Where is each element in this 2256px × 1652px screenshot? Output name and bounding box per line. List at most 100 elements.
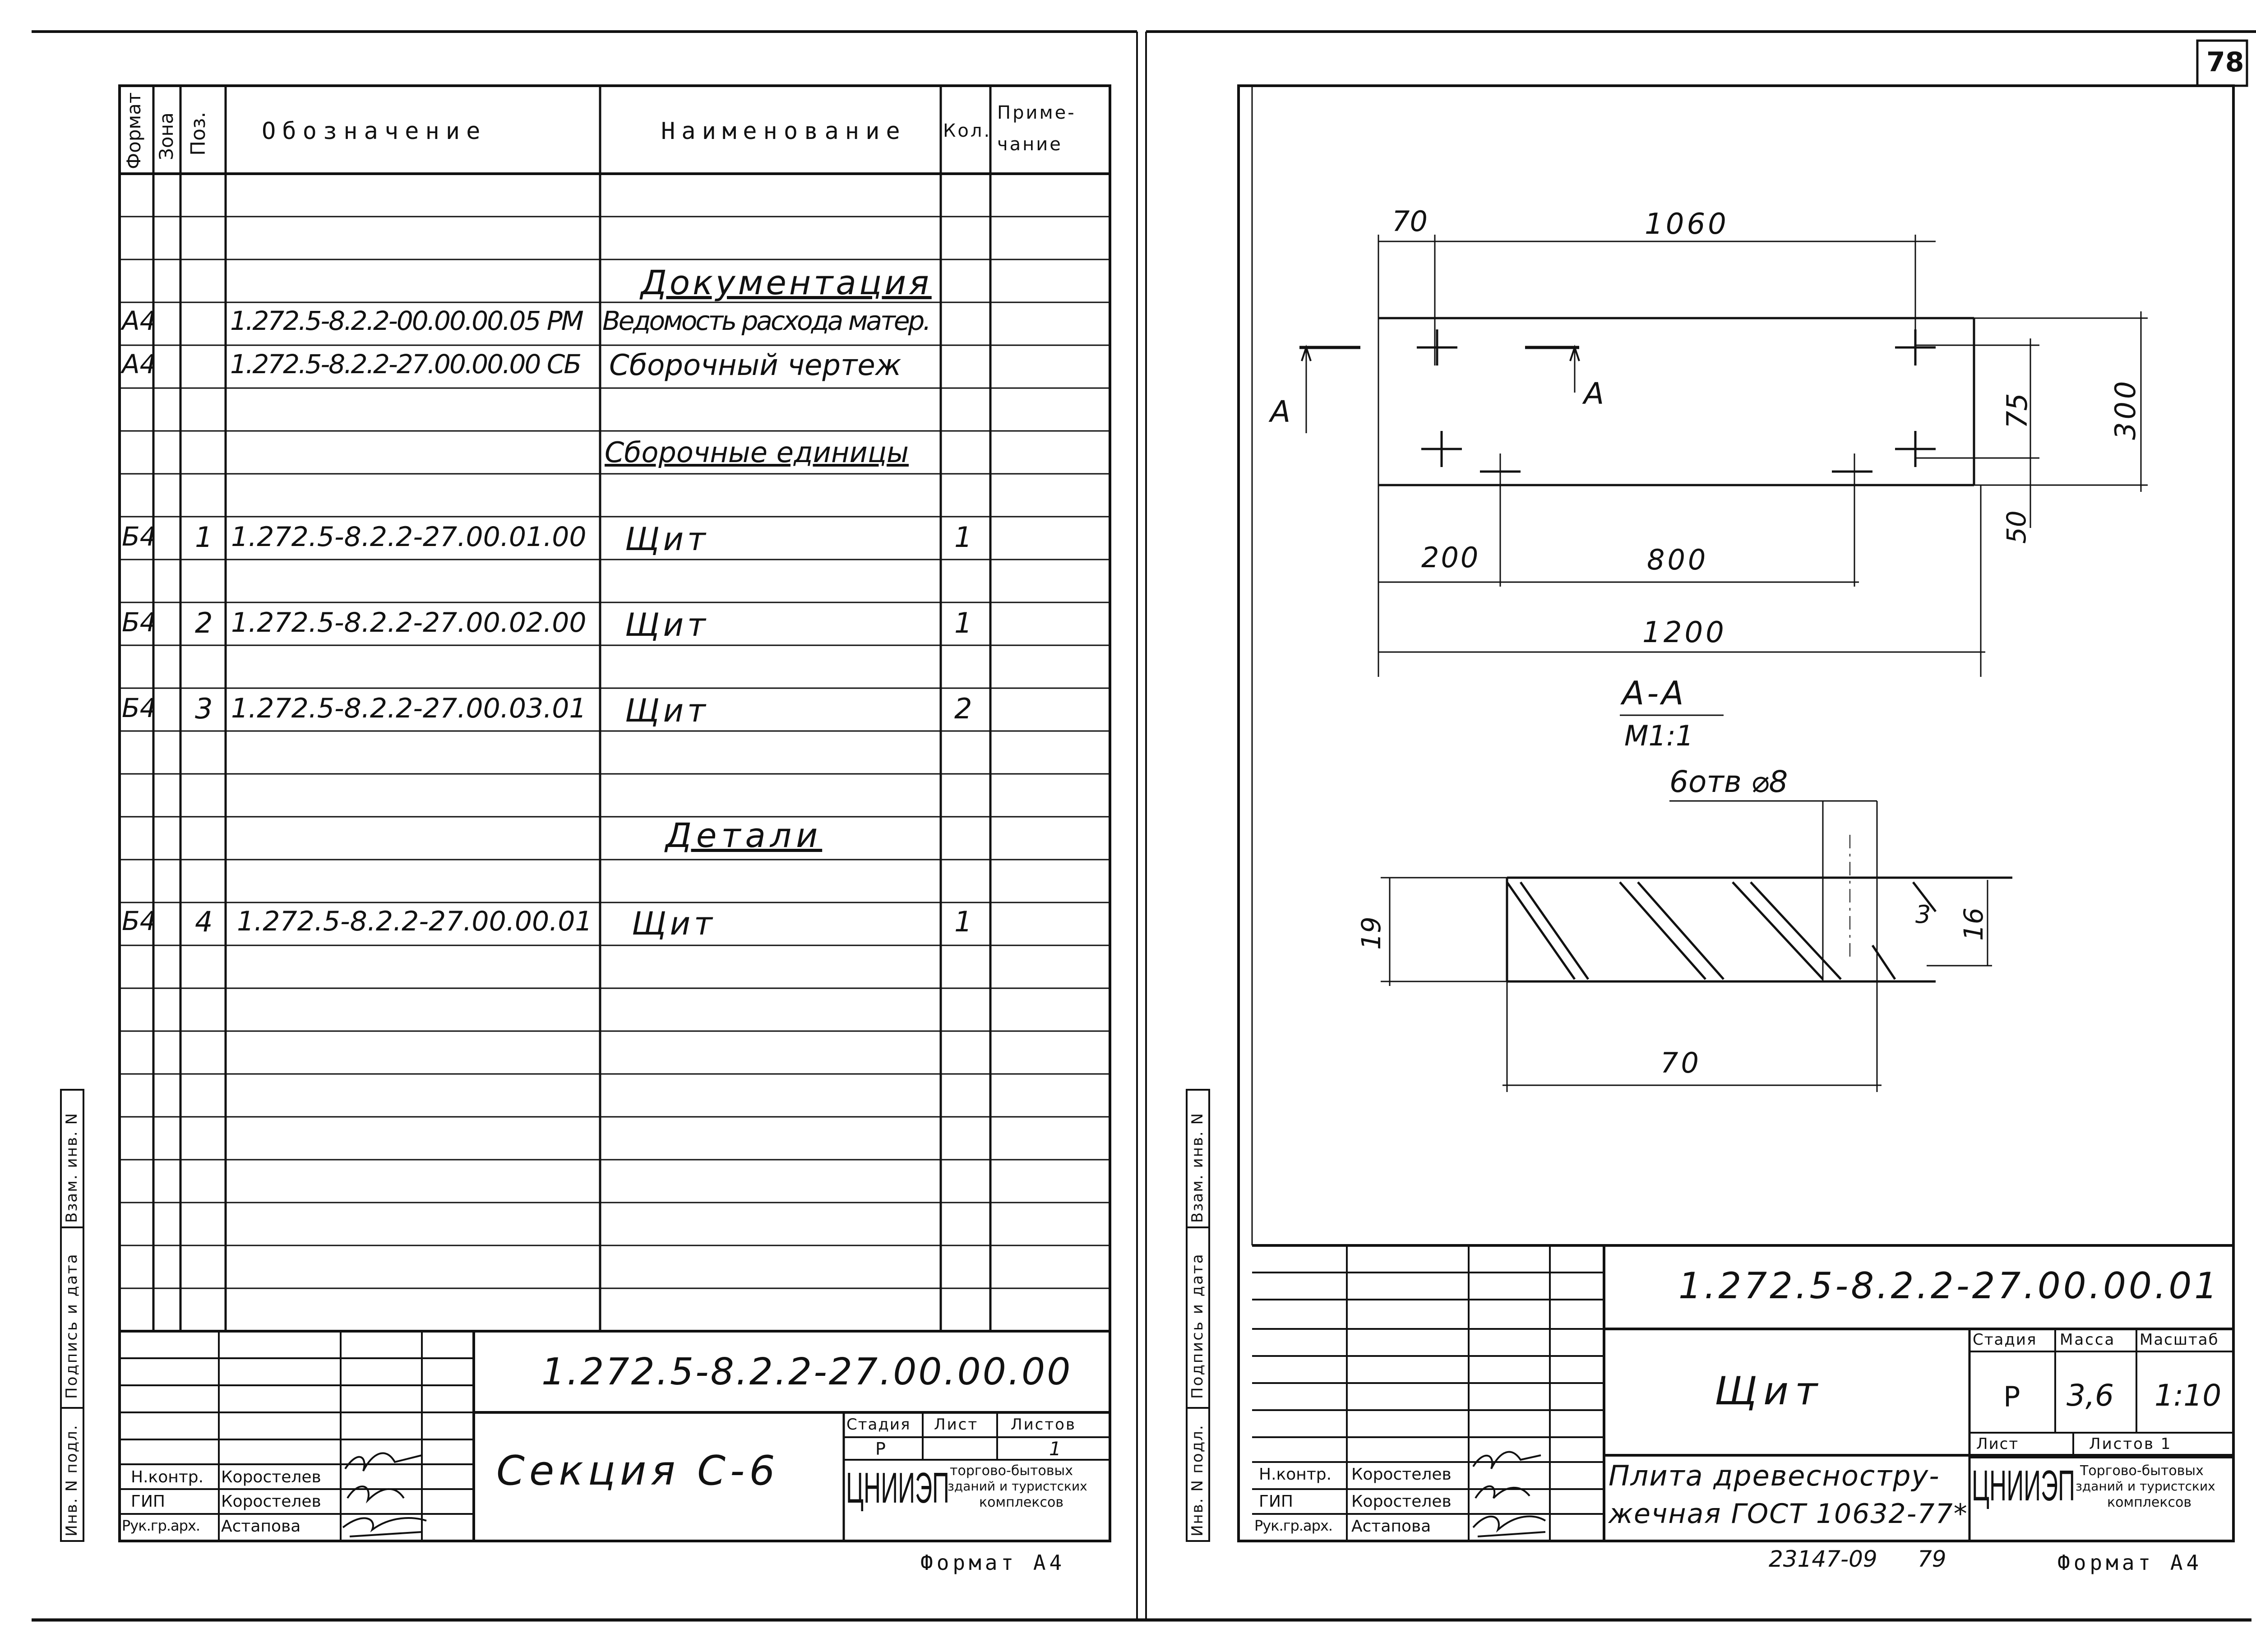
dim-3: 3	[1915, 900, 1931, 929]
row-2-designation: 1.272.5-8.2.2-27.00.00.00 СБ	[230, 349, 582, 379]
left-role-3: Рук.гр.арх.	[122, 1517, 200, 1534]
row-2-name: Сборочный чертеж	[609, 349, 901, 382]
dim-16: 16	[1958, 907, 1989, 941]
right-title-code: 1.272.5-8.2.2-27.00.00.01	[1678, 1265, 2220, 1307]
right-material-line1: Плита древесностру-	[1609, 1459, 1940, 1492]
signature-2	[347, 1485, 405, 1504]
section-title: А-А	[1622, 674, 1687, 712]
left-margin-inv-podl: Инв. N подл.	[63, 1424, 81, 1536]
left-sheets-value: 1	[1049, 1438, 1061, 1460]
dim-70-top: 70	[1392, 205, 1428, 238]
left-format-label: Формат А4	[920, 1550, 1066, 1575]
left-margin-vzam-inv: Взам. инв. N	[63, 1112, 81, 1223]
right-org-name-1: Торгово-бытовых	[2080, 1463, 2204, 1479]
row-1-name: Ведомость расхода матер.	[602, 305, 931, 336]
left-org-name-1: торгово-бытовых	[950, 1463, 1073, 1479]
right-stage-value: Р	[2003, 1380, 2020, 1413]
row-1-designation: 1.272.5-8.2.2-00.00.00.05 РМ	[230, 305, 584, 336]
left-sheet-label: Лист	[934, 1416, 979, 1434]
section-scale: М1:1	[1624, 719, 1694, 752]
right-org-name-3: комплексов	[2107, 1495, 2192, 1510]
left-org-name-2: зданий и туристских	[948, 1479, 1087, 1494]
row-6-designation: 1.272.5-8.2.2-27.00.00.01	[237, 906, 592, 937]
left-margin-podpis-data: Подпись и дата	[63, 1253, 81, 1399]
row-5-format: Б4	[122, 693, 157, 723]
right-margin-podpis-data: Подпись и дата	[1188, 1253, 1207, 1399]
right-role-2: ГИП	[1259, 1492, 1293, 1511]
row-1-format: А4	[122, 305, 157, 336]
row-4-format: Б4	[122, 607, 157, 638]
right-sheet-label: Лист	[1976, 1435, 2019, 1453]
section-mark-right: А	[1584, 376, 1604, 411]
row-6-name: Щит	[632, 905, 716, 942]
section-details: Детали	[666, 816, 823, 855]
signature-1	[344, 1452, 422, 1472]
row-3-qty: 1	[954, 521, 972, 554]
left-title-code: 1.272.5-8.2.2-27.00.00.00	[541, 1351, 1073, 1393]
right-scale-label: Масштаб	[2140, 1331, 2219, 1349]
row-6-qty: 1	[954, 905, 972, 938]
left-stage-label: Стадия	[846, 1416, 911, 1434]
dim-19: 19	[1356, 916, 1387, 950]
dim-800: 800	[1647, 543, 1709, 576]
left-title-name: Секция С-6	[496, 1447, 780, 1495]
right-stage-label: Стадия	[1973, 1331, 2037, 1349]
signature-2	[1475, 1485, 1530, 1499]
right-margin-inv-podl: Инв. N подл.	[1188, 1424, 1207, 1536]
left-org-logo: ЦНИИЭП	[846, 1464, 949, 1512]
header-designation: Обозначение	[262, 118, 487, 145]
left-signatures	[342, 1452, 427, 1537]
header-note-line2: чание	[997, 134, 1063, 155]
right-role-3: Рук.гр.арх.	[1254, 1517, 1333, 1534]
row-5-pos: 3	[195, 692, 213, 725]
right-margin-vzam-inv: Взам. инв. N	[1188, 1112, 1207, 1223]
dim-200: 200	[1421, 541, 1480, 574]
section-mark-left: А	[1270, 394, 1291, 429]
row-3-designation: 1.272.5-8.2.2-27.00.01.00	[231, 521, 587, 553]
right-signatures	[1472, 1451, 1546, 1537]
right-mass-value: 3,6	[2066, 1378, 2114, 1413]
right-name-1: Коростелев	[1351, 1465, 1452, 1484]
right-role-1: Н.контр.	[1259, 1465, 1332, 1484]
right-scale-value: 1:10	[2154, 1378, 2222, 1413]
header-pos: Поз.	[187, 111, 210, 156]
left-name-2: Коростелев	[221, 1492, 321, 1511]
album-code: 23147-09	[1769, 1546, 1877, 1572]
header-name: Наименование	[661, 118, 906, 145]
right-name-2: Коростелев	[1351, 1492, 1452, 1511]
right-org-name-2: зданий и туристских	[2076, 1479, 2215, 1494]
header-format: Формат	[123, 92, 145, 169]
signature-3	[342, 1517, 427, 1537]
right-material-line2: жечная ГОСТ 10632-77*	[1609, 1498, 1968, 1530]
row-5-qty: 2	[954, 692, 972, 725]
right-format-label: Формат А4	[2057, 1550, 2203, 1575]
left-sheets-label: Листов	[1011, 1416, 1077, 1434]
header-zone: Зона	[155, 112, 177, 160]
right-org-logo: ЦНИИЭП	[1972, 1462, 2075, 1510]
dim-300: 300	[2109, 378, 2142, 440]
row-5-name: Щит	[625, 692, 709, 729]
header-note-line1: Приме-	[997, 102, 1076, 123]
row-6-format: Б4	[122, 906, 157, 936]
right-title-name: Щит	[1715, 1369, 1824, 1414]
signature-3	[1472, 1515, 1546, 1537]
right-sheets-label: Листов 1	[2089, 1435, 2172, 1453]
row-3-name: Щит	[625, 521, 709, 558]
row-4-qty: 1	[954, 606, 972, 639]
row-4-name: Щит	[625, 606, 709, 643]
dim-1060: 1060	[1645, 208, 1729, 241]
row-3-pos: 1	[195, 521, 213, 554]
section-assembly-units: Сборочные единицы	[605, 436, 909, 469]
album-page: 79	[1918, 1546, 1946, 1572]
page-number: 78	[2206, 46, 2244, 78]
left-name-3: Астапова	[221, 1517, 301, 1536]
holes-note: 6отв ⌀8	[1669, 764, 1788, 799]
header-qty: Кол.	[943, 120, 992, 141]
row-5-designation: 1.272.5-8.2.2-27.00.03.01	[231, 693, 587, 724]
row-4-pos: 2	[195, 606, 213, 639]
left-stage-value: Р	[875, 1439, 886, 1459]
right-mass-label: Масса	[2060, 1331, 2116, 1349]
section-documentation: Документация	[641, 264, 932, 302]
dim-75: 75	[2001, 393, 2034, 429]
